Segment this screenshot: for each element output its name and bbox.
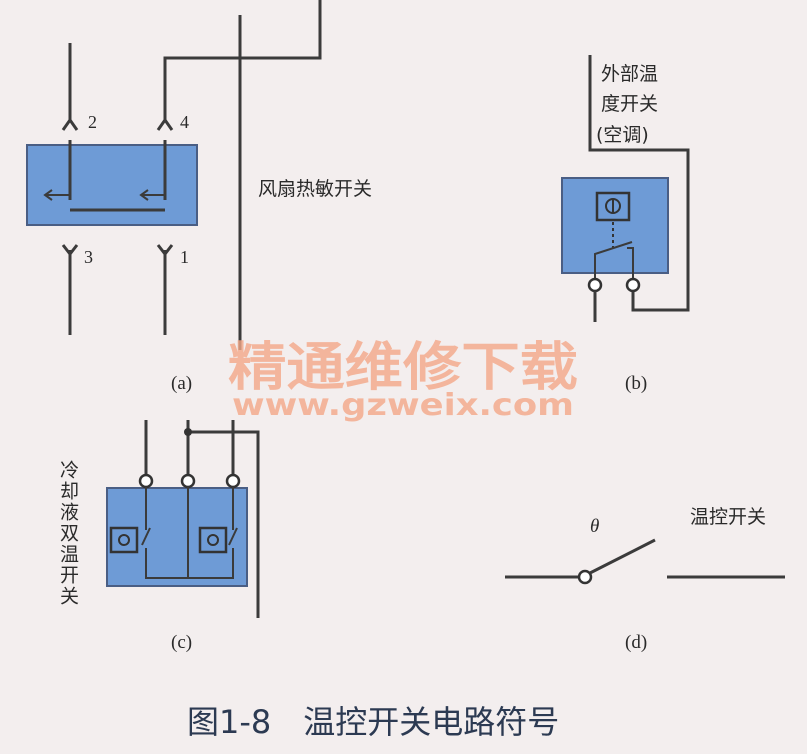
fan-thermal-switch-label: 风扇热敏开关 [258, 178, 372, 200]
switch-blade-c-right [228, 527, 238, 546]
pin-4-label: 4 [180, 112, 189, 132]
watermark-title: 精通维修下载 [228, 338, 578, 398]
figure-caption: 图1-8 温控开关电路符号 [187, 703, 559, 741]
terminal-c-3 [225, 473, 241, 489]
external-switch-box [561, 177, 669, 274]
terminal-c-2 [180, 473, 196, 489]
fan-switch-box [26, 144, 198, 226]
sublabel-b: (b) [625, 373, 647, 394]
panel-d: θ 温控开关 (d) [505, 506, 785, 653]
sublabel-c: (c) [171, 632, 192, 653]
panel-b: 外部温 度开关 (空调) (b) [561, 55, 690, 394]
temp-switch-label: 温控开关 [690, 506, 766, 528]
terminal-b-left [587, 277, 603, 293]
dual-temp-switch-label: 冷却液双温开关 [57, 460, 79, 607]
pivot-d [577, 569, 593, 585]
pin-3-label: 3 [84, 247, 93, 267]
wire-b-loop [588, 55, 690, 312]
connector-pin-2 [61, 117, 79, 131]
external-switch-label-2: 度开关 [601, 93, 658, 115]
wire-a-right-top [163, 0, 322, 120]
terminal-b-right [625, 277, 641, 293]
sublabel-a: (a) [171, 373, 192, 394]
wire-c-right [188, 430, 260, 618]
dual-temp-switch-box [106, 487, 248, 587]
terminal-c-1 [138, 473, 154, 489]
watermark-url: www.gzweix.com [232, 388, 574, 423]
thermostat-c-right [198, 526, 228, 554]
pin-1-label: 1 [180, 247, 189, 267]
theta-symbol: θ [590, 516, 599, 537]
pin-2-label: 2 [88, 112, 97, 132]
thermostat-c-left [109, 526, 139, 554]
switch-blade-c-left [141, 527, 151, 546]
panel-c: 冷却液双温开关 (c) [57, 420, 260, 653]
external-switch-label-3: (空调) [596, 124, 649, 146]
switch-blade-b [594, 241, 633, 280]
junction-dot [184, 428, 192, 436]
connector-pin-4 [156, 117, 174, 131]
external-switch-label-1: 外部温 [601, 63, 658, 85]
switch-blade-d [589, 538, 656, 575]
panel-a: 2 4 3 1 风扇热敏开关 (a) [26, 0, 372, 394]
thermostat-element [595, 191, 631, 222]
sublabel-d: (d) [625, 632, 647, 653]
